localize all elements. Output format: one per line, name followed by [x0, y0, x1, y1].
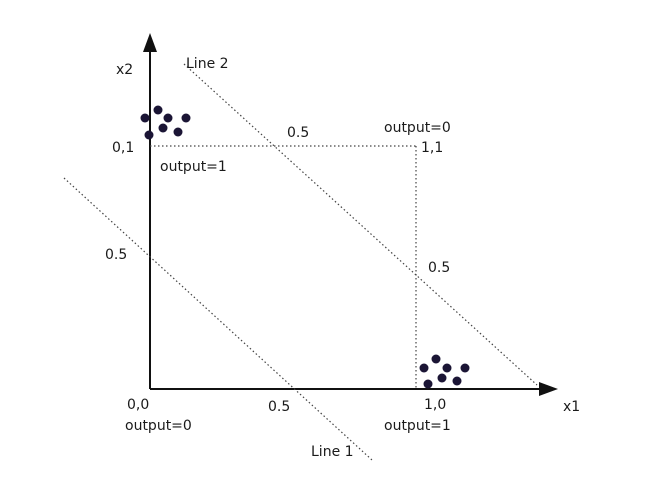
data-point	[163, 113, 173, 123]
line2-label: Line 2	[186, 56, 229, 72]
data-point	[437, 373, 447, 383]
cluster-top-left	[140, 105, 191, 140]
corner-origin-label: 0,0	[127, 397, 149, 413]
line1-label: Line 1	[311, 444, 354, 460]
top-edge-intercept-label: 0.5	[287, 125, 309, 141]
data-point	[144, 130, 154, 140]
data-point	[431, 354, 441, 364]
data-point	[452, 376, 462, 386]
output-origin-label: output=0	[125, 418, 192, 434]
output-bottom-right-label: output=1	[384, 418, 451, 434]
right-edge-intercept-label: 0.5	[428, 260, 450, 276]
y-axis-arrow	[143, 33, 157, 52]
output-top-left-label: output=1	[160, 159, 227, 175]
data-point	[423, 379, 433, 389]
cluster-bottom-right	[419, 354, 470, 389]
data-point	[153, 105, 163, 115]
line1-y-intercept-label: 0.5	[105, 247, 127, 263]
line1-x-intercept-label: 0.5	[268, 399, 290, 415]
data-point	[181, 113, 191, 123]
corner-top-right-label: 1,1	[421, 140, 443, 156]
line1	[63, 177, 373, 461]
data-point	[460, 363, 470, 373]
output-top-right-label: output=0	[384, 120, 451, 136]
data-point	[140, 113, 150, 123]
corner-top-left-label: 0,1	[112, 140, 134, 156]
data-point	[158, 123, 168, 133]
x-axis-label: x1	[563, 399, 580, 415]
y-axis-label: x2	[116, 62, 133, 78]
data-point	[442, 363, 452, 373]
corner-bottom-right-label: 1,0	[424, 397, 446, 413]
data-point	[173, 127, 183, 137]
data-point	[419, 363, 429, 373]
line2	[183, 63, 538, 386]
x-axis-arrow	[539, 382, 558, 396]
